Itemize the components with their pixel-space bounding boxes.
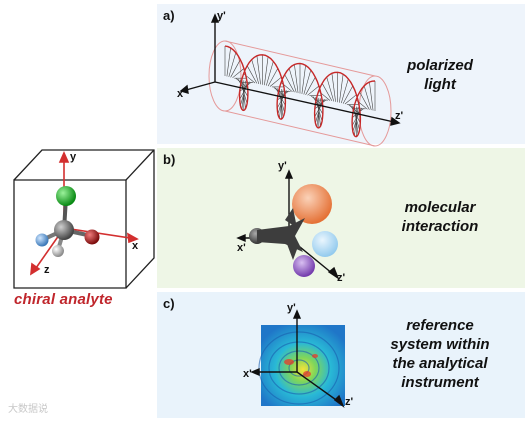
panel-b-x-label: x' <box>237 242 246 254</box>
panel-b-text-line: interaction <box>401 218 479 235</box>
panel-b-description: molecular interaction <box>365 198 515 236</box>
field-vector <box>277 89 286 115</box>
panel-a-x-label: x' <box>177 88 186 100</box>
cube-axes <box>30 151 139 276</box>
panel-a-text-line: polarized <box>407 57 473 74</box>
field-vector <box>239 81 252 92</box>
field-vector <box>344 94 357 105</box>
field-vector <box>369 81 374 111</box>
panel-b-z-label: z' <box>337 272 346 284</box>
field-vector <box>251 59 260 84</box>
panel-c-description: reference system within the analytical i… <box>365 316 515 392</box>
panel-a-description: polarized light <box>365 56 515 94</box>
panel-b-text-line: molecular <box>404 199 476 216</box>
molecular-interaction-drawing <box>236 169 340 280</box>
watermark: 大数据说 <box>8 404 48 415</box>
panel-c-label: c) <box>163 296 175 311</box>
field-vector <box>256 55 261 85</box>
field-vector <box>342 85 354 104</box>
field-vector <box>264 56 269 86</box>
analyte-cube-drawing <box>13 149 155 289</box>
field-vector <box>331 73 336 102</box>
field-vector <box>339 74 344 103</box>
panel-c-z-label: z' <box>345 396 354 408</box>
field-vector <box>352 107 361 132</box>
field-vector <box>269 76 282 87</box>
cube-z-label: z <box>44 264 50 276</box>
panel-a-y-label: y' <box>217 10 226 22</box>
panel-c-text-line: instrument <box>401 374 479 391</box>
interference-map <box>258 325 345 406</box>
field-vector <box>341 78 349 104</box>
field-vector <box>232 68 245 79</box>
field-vector <box>228 52 237 77</box>
field-vector <box>230 59 241 78</box>
panel-a-text-line: light <box>424 76 456 93</box>
cube-y-label: y <box>70 151 77 163</box>
field-vector <box>284 74 295 93</box>
field-vector <box>315 98 323 124</box>
field-vector <box>359 91 370 110</box>
chiral-analyte-caption: chiral analyte <box>14 291 113 308</box>
panel-c-x-label: x' <box>243 368 252 380</box>
field-vector <box>266 61 274 86</box>
field-vector <box>288 68 297 93</box>
panel-b-label: b) <box>163 152 176 167</box>
molecule-model <box>35 186 100 257</box>
field-vector <box>246 65 258 84</box>
panel-b-y-label: y' <box>278 160 287 172</box>
panel-a-axes <box>179 13 401 126</box>
field-vector <box>301 65 306 94</box>
cube-outline <box>13 149 155 289</box>
panel-reference-system: c) <box>157 292 525 418</box>
panel-c-text-line: system within <box>390 336 490 353</box>
helix-curve <box>224 45 376 138</box>
panel-a-label: a) <box>163 8 175 23</box>
panel-c-y-label: y' <box>287 302 296 314</box>
polarized-light-helix <box>179 13 401 147</box>
field-vector <box>267 68 279 87</box>
panel-molecular-interaction: b) <box>157 148 525 288</box>
field-vector <box>240 81 248 106</box>
field-vector <box>294 64 299 94</box>
panel-polarized-light: a) y' x' z' polarized light <box>157 4 525 147</box>
field-vector <box>307 85 320 96</box>
field-vector <box>303 70 312 95</box>
cube-x-label: x <box>132 240 139 252</box>
field-vector <box>314 99 327 110</box>
field-vector <box>226 47 231 77</box>
panel-c-text-line: the analytical <box>392 355 488 372</box>
orbital-lobes <box>292 184 338 277</box>
panel-a-z-label: z' <box>395 110 404 122</box>
field-vector <box>352 108 364 118</box>
field-vector <box>326 77 335 102</box>
field-vector <box>363 85 372 111</box>
field-vector <box>321 83 333 102</box>
panel-c-axes <box>250 309 345 409</box>
panel-b-axes <box>236 169 340 280</box>
molecule-silhouette <box>249 208 305 260</box>
field-vector <box>277 90 289 101</box>
panel-c-text-line: reference <box>406 317 474 334</box>
field-vector <box>305 77 316 95</box>
reference-system-drawing <box>250 309 345 409</box>
